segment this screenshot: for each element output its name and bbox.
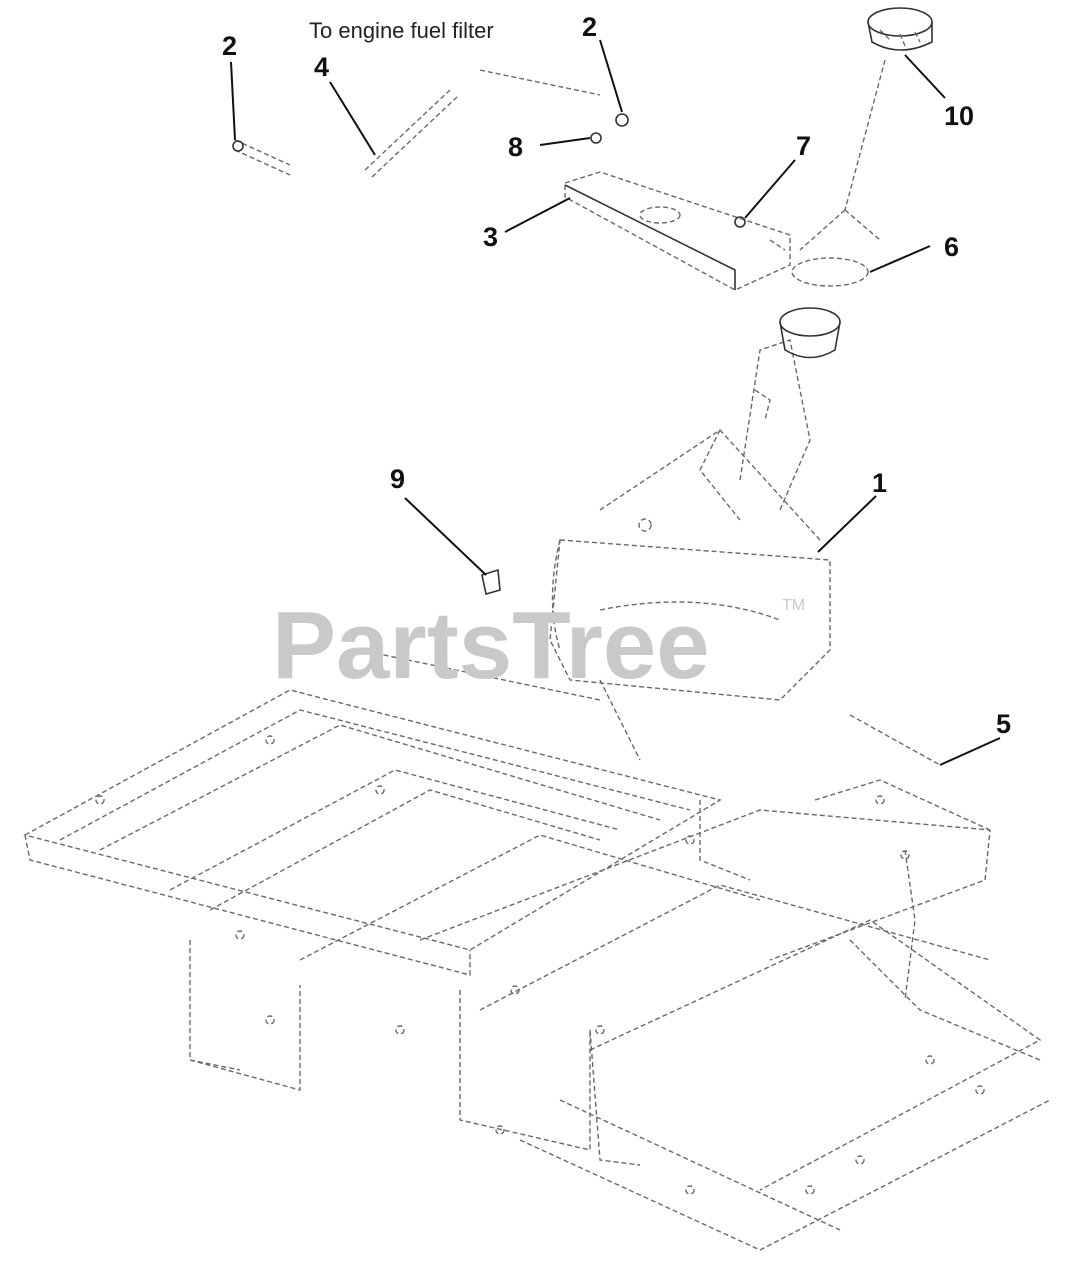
callout-2-left: 2 [222,31,237,61]
callout-8: 8 [508,132,523,162]
fuel-hose [234,69,601,178]
fuel-filter-note: To engine fuel filter [309,18,494,43]
callout-7: 7 [796,131,811,161]
watermark: PartsTree [272,592,710,699]
fuel-tank [549,307,841,701]
watermark-trademark: TM [782,597,805,614]
callout-10: 10 [944,101,974,131]
callout-4: 4 [314,52,329,82]
callout-5: 5 [996,709,1011,739]
callout-9: 9 [390,464,405,494]
callout-1: 1 [872,468,887,498]
leader-lines [230,39,1001,766]
tank-strap [599,679,941,766]
callout-3: 3 [483,222,498,252]
chassis-frame [23,649,1051,1251]
callout-6: 6 [944,232,959,262]
fuel-cap [791,7,933,287]
callout-2-right: 2 [582,12,597,42]
hose-clamps [232,113,746,596]
tank-cover [564,171,791,291]
